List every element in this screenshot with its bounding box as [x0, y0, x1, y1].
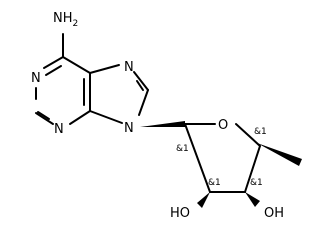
bond-c6-c5 [62, 56, 91, 74]
n3-label: N [54, 122, 64, 137]
imidazole-ring [89, 64, 149, 124]
bond-n1-c6 [43, 56, 64, 69]
stereo-label-c1: &1 [176, 144, 189, 154]
bond-o-c4 [235, 123, 261, 147]
amine-label: NH2 [53, 11, 78, 29]
wedge-bond-c2-oh [197, 192, 210, 208]
bond-n3-c2 [35, 112, 54, 125]
n7-label: N [124, 60, 134, 75]
bond-n1-c6-double [45, 65, 62, 76]
hydroxyl-c3-label: OH [264, 206, 284, 221]
wedge-bond-n9-c1 [140, 121, 185, 127]
wedge-bond-c3-oh [245, 192, 260, 207]
bond-c5-n7 [89, 64, 120, 74]
bond-n9-c4 [89, 110, 123, 124]
furanose-ring [140, 121, 302, 208]
bond-n7-c8 [133, 71, 149, 91]
stereo-label-c3: &1 [250, 178, 263, 188]
bond-n7-c8-double [136, 80, 144, 91]
wedge-bond-c4-methyl [257, 143, 302, 166]
stereo-labels: &1 &1 &1 &1 [176, 127, 267, 188]
stereo-label-c2: &1 [208, 178, 221, 188]
atom-labels: NH2 N N N N O HO OH [31, 11, 284, 221]
n1-label: N [31, 71, 41, 86]
bond-n3-c2-double [37, 111, 50, 120]
hydroxyl-c2-label: HO [170, 206, 190, 221]
ring-oxygen-label: O [218, 118, 228, 133]
bond-c2-c1 [184, 123, 211, 193]
bond-c4-n3 [69, 110, 91, 125]
bond-c4-c3 [244, 145, 261, 193]
n9-label: N [124, 121, 134, 136]
stereo-label-c4: &1 [254, 127, 267, 137]
pyrimidine-ring [35, 33, 91, 125]
bond-c8-n9 [138, 89, 149, 116]
